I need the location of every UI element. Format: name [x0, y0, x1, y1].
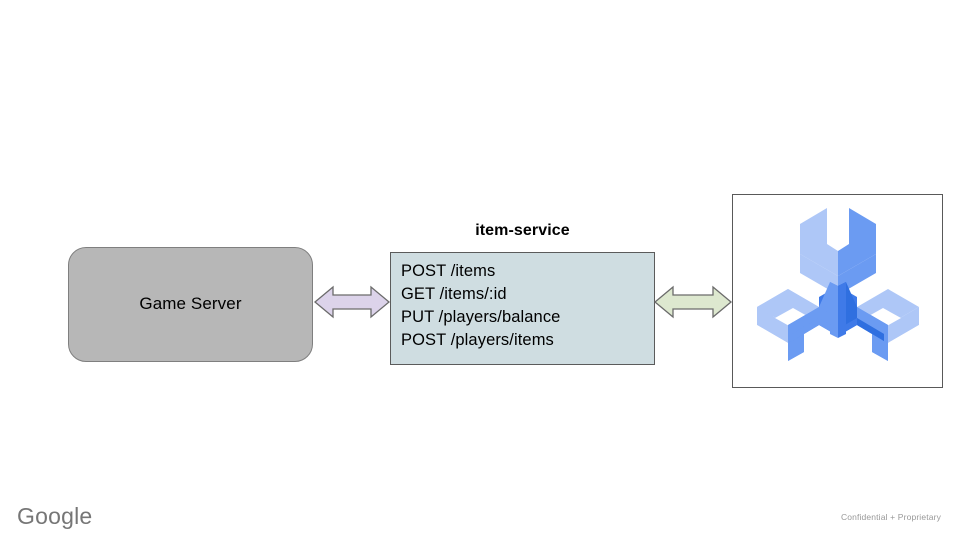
agones-logo-frame[interactable]	[732, 194, 943, 388]
endpoint-row: POST /players/items	[401, 331, 554, 349]
connector-game-server-to-item-service[interactable]	[313, 281, 391, 323]
endpoint-row: PUT /players/balance	[401, 308, 561, 326]
double-arrow-icon	[313, 285, 391, 319]
google-wordmark: Google	[17, 503, 93, 529]
confidential-proprietary-note: Confidential + Proprietary	[840, 512, 941, 522]
endpoint-row: POST /items	[401, 262, 496, 280]
node-item-service-title: item-service	[475, 222, 570, 239]
connector-item-service-to-agones[interactable]	[653, 281, 733, 323]
node-item-service[interactable]: POST /items GET /items/:id PUT /players/…	[390, 252, 655, 365]
double-arrow-icon	[653, 285, 733, 319]
endpoint-row: GET /items/:id	[401, 285, 507, 303]
agones-wrench-logo-icon	[756, 208, 919, 362]
node-game-server-label: Game Server	[139, 294, 242, 314]
node-game-server[interactable]: Game Server	[68, 247, 313, 362]
